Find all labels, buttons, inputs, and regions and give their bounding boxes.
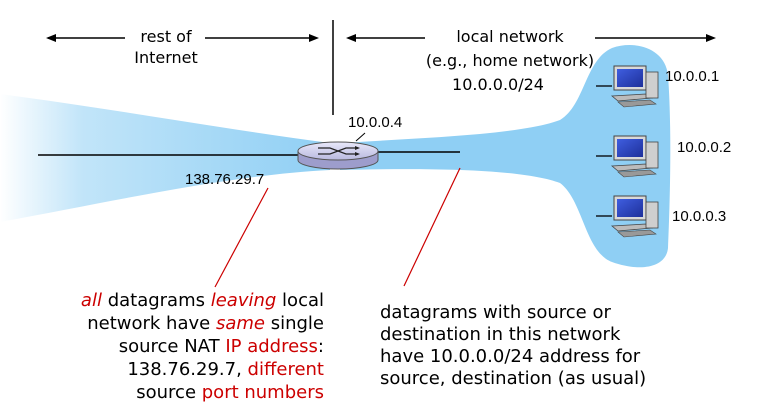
local-network-cloud [340,45,671,268]
left-note-line-2: network have same single [87,313,324,334]
host-3-ip: 10.0.0.3 [672,208,726,225]
right-note-line-1: datagrams with source or [380,302,611,323]
left-note: all datagrams leaving local network have… [81,290,324,403]
host-1-ip: 10.0.0.1 [665,68,719,85]
local-network-label-3: 10.0.0.0/24 [452,75,544,94]
local-network-label-1: local network [456,27,564,46]
host-2-ip: 10.0.0.2 [677,139,731,156]
left-note-line-5: source port numbers [136,382,324,403]
right-note-line-4: source, destination (as usual) [380,368,646,389]
host-computer-2 [596,135,659,178]
host-computer-3 [596,195,659,238]
internet-cloud [0,94,330,222]
router-private-ip: 10.0.0.4 [348,114,402,131]
rest-of-internet-label-1: rest of [140,27,192,46]
rest-of-internet-label-2: Internet [134,48,198,67]
local-network-arrow [346,34,716,42]
right-note-leader [403,167,461,287]
left-note-leader [214,187,269,288]
host-computer-1 [596,65,659,108]
left-note-line-1: all datagrams leaving local [81,290,324,311]
local-network-label-2: (e.g., home network) [426,51,594,70]
right-note: datagrams with source or destination in … [380,302,646,389]
router-icon [297,141,379,170]
rest-of-internet-arrow [46,34,319,42]
right-note-line-2: destination in this network [380,324,621,345]
right-note-line-3: have 10.0.0.0/24 address for [380,346,641,367]
left-note-line-4: 138.76.29.7, different [127,359,324,380]
router-ip-leader [355,132,366,142]
router-public-ip: 138.76.29.7 [185,171,264,188]
left-note-line-3: source NAT IP address: [119,336,324,357]
